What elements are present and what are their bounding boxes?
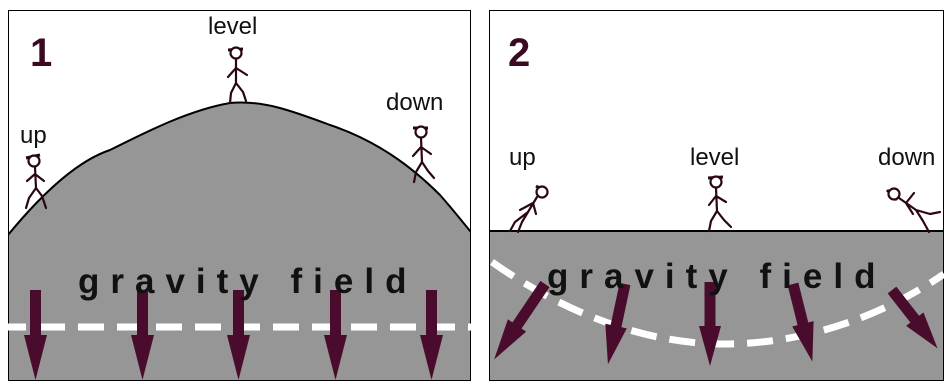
stick-figure-up: [508, 184, 549, 234]
gravity-arrow-down: [131, 290, 154, 380]
gravity-arrows-radial: [494, 280, 938, 366]
gravity-arrow-radial: [887, 286, 938, 349]
walker-label-level: level: [208, 13, 257, 40]
gravity-arrow-radial: [787, 282, 814, 362]
stick-figure-up: [24, 153, 48, 210]
panel-number: 2: [508, 31, 530, 75]
panel-1: gravity field 1 up level down: [8, 10, 471, 381]
gravity-arrows-vertical: [24, 290, 443, 380]
stick-figure-down: [885, 187, 942, 234]
gravity-arrow-down: [420, 290, 443, 380]
walker-label-up: up: [509, 144, 536, 171]
panel-2: gravity field 2 up level down: [489, 10, 944, 381]
gravity-field-label: gravity field: [78, 262, 417, 301]
panel-number: 1: [30, 31, 52, 75]
gravity-arrow-down: [324, 290, 347, 380]
dashed-line-curved: [489, 259, 944, 348]
flat-ground: [489, 230, 944, 381]
walker-label-down: down: [386, 89, 443, 116]
walker-label-level: level: [690, 144, 739, 171]
walker-label-down: down: [878, 144, 935, 171]
gravity-arrow-down: [227, 290, 250, 380]
gravity-arrow-radial: [605, 282, 631, 365]
gravity-arrow-down: [24, 290, 47, 380]
hill: [8, 101, 471, 381]
stick-figure-level: [226, 46, 249, 105]
walker-label-up: up: [20, 122, 47, 149]
gravity-arrow-radial: [699, 282, 721, 366]
stick-figure-down: [411, 125, 436, 184]
gravity-field-label: gravity field: [547, 257, 886, 296]
stick-figure-level: [707, 175, 733, 233]
gravity-arrow-radial: [494, 280, 550, 360]
